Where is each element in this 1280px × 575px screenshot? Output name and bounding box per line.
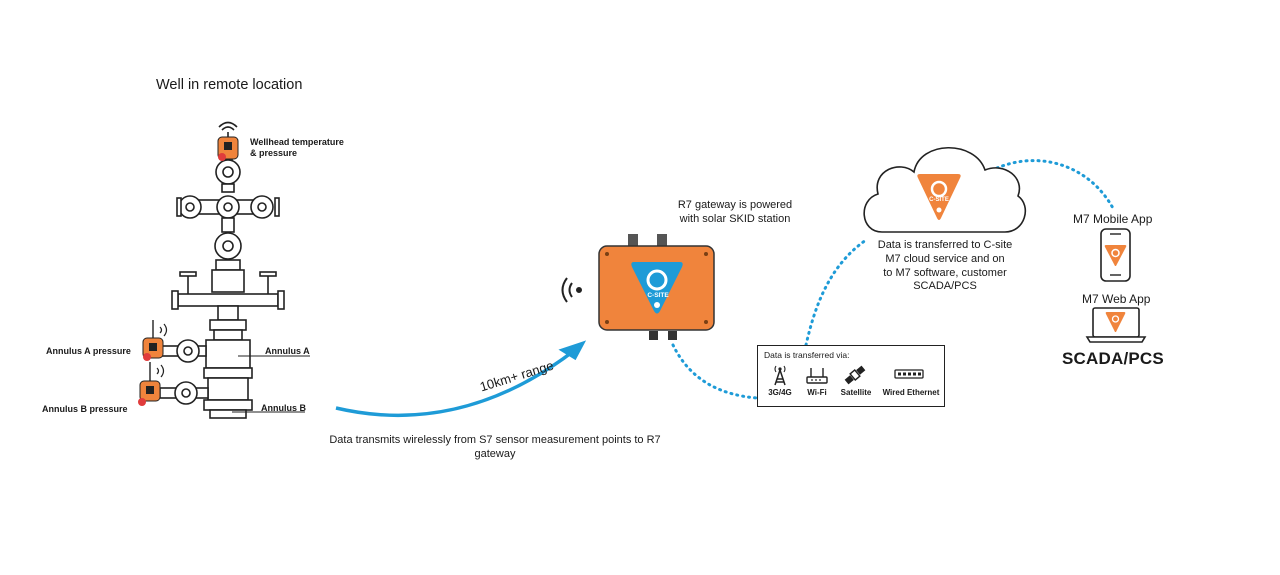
gateway-caption: R7 gateway is powered with solar SKID st… [677,199,793,225]
annulus-a-sensor-graphic [142,320,168,361]
annulus-b-sensor-graphic [138,362,165,406]
satellite-icon [844,365,866,385]
top-sensor-graphic [217,136,239,161]
cloud-logo-text: C-SITE [929,197,949,203]
mobile-phone-graphic [1100,228,1131,282]
box-to-cloud-link [804,238,868,347]
annulus-a-pressure-label: Annulus A pressure [46,346,131,356]
cloud-logo-graphic [917,174,961,220]
cell-tower-icon [774,365,786,386]
wifi-router-icon [806,368,828,384]
gateway-to-box-link [671,343,759,400]
r7-gateway-graphic [598,234,715,340]
transfer-option-wifi: Wi-Fi [807,388,827,397]
transfer-option-3g4g: 3G/4G [768,388,792,397]
transmission-caption: Data transmits wirelessly from S7 sensor… [329,434,661,460]
laptop-graphic [1085,307,1147,343]
mobile-app-label: M7 Mobile App [1073,212,1153,226]
well-title: Well in remote location [156,77,303,93]
web-app-label: M7 Web App [1082,292,1151,306]
wireless-signal-icon [561,277,582,303]
transfer-title: Data is transferred via: [764,350,850,360]
transfer-option-wired-ethernet: Wired Ethernet [882,388,940,397]
wellhead-label: Wellhead temperature & pressure [250,137,344,158]
cloud-caption: Data is transferred to C-site M7 cloud s… [877,239,1013,293]
ethernet-switch-icon [894,369,924,379]
annulus-a-label: Annulus A [265,346,310,356]
transfer-options-box: Data is transferred via: 3G/4G Wi-Fi Sat… [757,345,945,407]
transmission-arrow [335,348,577,418]
cloud-to-apps-link [995,159,1116,212]
gateway-logo-text: C-SITE [647,292,669,299]
transfer-option-satellite: Satellite [840,388,872,397]
wellhead-tree-graphic [159,121,310,419]
annulus-b-label: Annulus B [261,403,306,413]
transmission-arrowhead [558,340,587,361]
annulus-b-pressure-label: Annulus B pressure [42,404,128,414]
scada-label: SCADA/PCS [1062,349,1164,368]
